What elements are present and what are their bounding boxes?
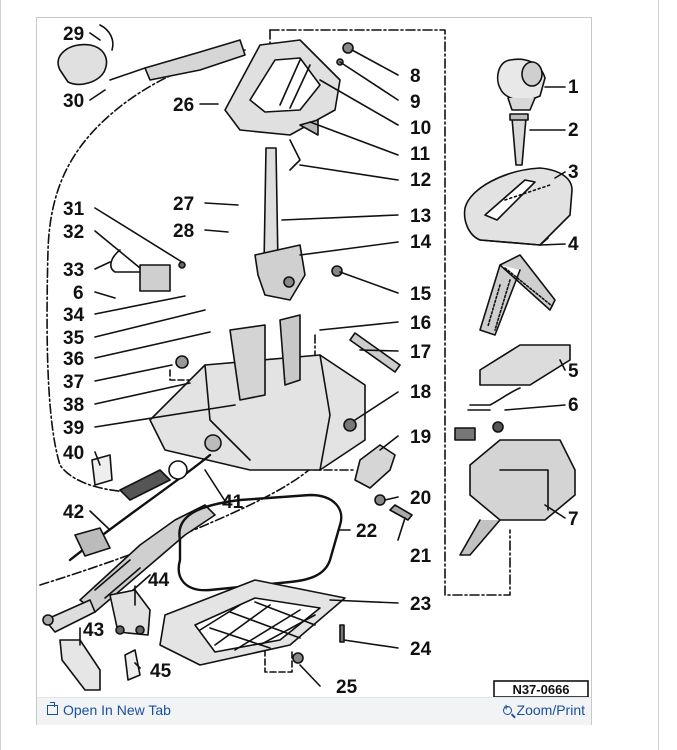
gasket-shape bbox=[177, 493, 343, 592]
callout-24: 24 bbox=[410, 639, 432, 660]
callout-9: 9 bbox=[410, 92, 421, 113]
callout-5: 5 bbox=[568, 361, 579, 382]
callout-18: 18 bbox=[410, 382, 431, 403]
open-in-new-tab-label: Open In New Tab bbox=[63, 702, 171, 718]
viewer-left-rule bbox=[0, 0, 1, 750]
callout-39: 39 bbox=[63, 418, 84, 439]
bracket-plate-shape bbox=[479, 344, 571, 386]
callout-8: 8 bbox=[410, 66, 421, 87]
group-boundary-line bbox=[269, 29, 511, 596]
callout-35: 35 bbox=[63, 328, 85, 349]
callout-45: 45 bbox=[150, 661, 172, 682]
shift-cover-shape bbox=[463, 167, 573, 246]
callout-31: 31 bbox=[63, 199, 85, 220]
callout-27: 27 bbox=[173, 194, 194, 215]
shift-boot-shape bbox=[511, 117, 527, 166]
callout-33: 33 bbox=[63, 260, 84, 281]
slide-strip-shape bbox=[479, 254, 556, 336]
part-code: N37-0666 bbox=[512, 682, 569, 697]
callout-43: 43 bbox=[83, 620, 104, 641]
switch-block-shape bbox=[139, 264, 171, 292]
callout-36: 36 bbox=[63, 349, 84, 370]
callout-2: 2 bbox=[568, 120, 579, 141]
callout-1: 1 bbox=[568, 77, 579, 98]
lever-housing-shape bbox=[469, 439, 576, 521]
external-window-icon bbox=[47, 702, 58, 715]
callout-10: 10 bbox=[410, 118, 431, 139]
callout-32: 32 bbox=[63, 222, 84, 243]
callout-15: 15 bbox=[410, 284, 432, 305]
open-in-new-tab-link[interactable]: Open In New Tab bbox=[47, 702, 171, 718]
zoom-print-link[interactable]: Zoom/Print bbox=[502, 702, 585, 718]
callout-19: 19 bbox=[410, 427, 431, 448]
callout-38: 38 bbox=[63, 395, 84, 416]
callout-44: 44 bbox=[148, 570, 170, 591]
callout-7: 7 bbox=[568, 509, 579, 530]
callout-11: 11 bbox=[410, 144, 431, 165]
callout-6: 6 bbox=[568, 395, 579, 416]
callout-12: 12 bbox=[410, 170, 431, 191]
callout-14: 14 bbox=[410, 232, 432, 253]
callout-42: 42 bbox=[63, 502, 84, 523]
callout-21: 21 bbox=[410, 546, 432, 567]
image-toolbar: Open In New Tab Zoom/Print bbox=[37, 697, 591, 725]
callout-41: 41 bbox=[222, 492, 244, 513]
mount-bracket-shape bbox=[59, 639, 101, 691]
callout-4: 4 bbox=[568, 234, 579, 255]
callout-34: 34 bbox=[63, 305, 85, 326]
callout-17: 17 bbox=[410, 342, 431, 363]
zoom-print-label: Zoom/Print bbox=[516, 702, 585, 718]
viewer-right-rule bbox=[658, 0, 659, 750]
callout-13: 13 bbox=[410, 206, 431, 227]
callout-37: 37 bbox=[63, 372, 84, 393]
callout-6-left: 6 bbox=[73, 283, 84, 304]
cable-route-line bbox=[46, 49, 246, 493]
callout-20: 20 bbox=[410, 488, 431, 509]
callout-3: 3 bbox=[568, 162, 579, 183]
cable-handle-shape bbox=[57, 43, 108, 86]
callout-23: 23 bbox=[410, 594, 431, 615]
callout-30: 30 bbox=[63, 91, 84, 112]
callout-22: 22 bbox=[356, 521, 377, 542]
callout-28: 28 bbox=[173, 221, 194, 242]
callout-16: 16 bbox=[410, 313, 431, 334]
callout-25: 25 bbox=[336, 677, 358, 698]
selector-rod-shape bbox=[263, 147, 279, 266]
callout-40: 40 bbox=[63, 443, 84, 464]
callout-26: 26 bbox=[173, 95, 194, 116]
detent-lever-shape bbox=[354, 444, 396, 489]
callout-29: 29 bbox=[63, 24, 84, 45]
magnifier-icon bbox=[502, 702, 512, 715]
